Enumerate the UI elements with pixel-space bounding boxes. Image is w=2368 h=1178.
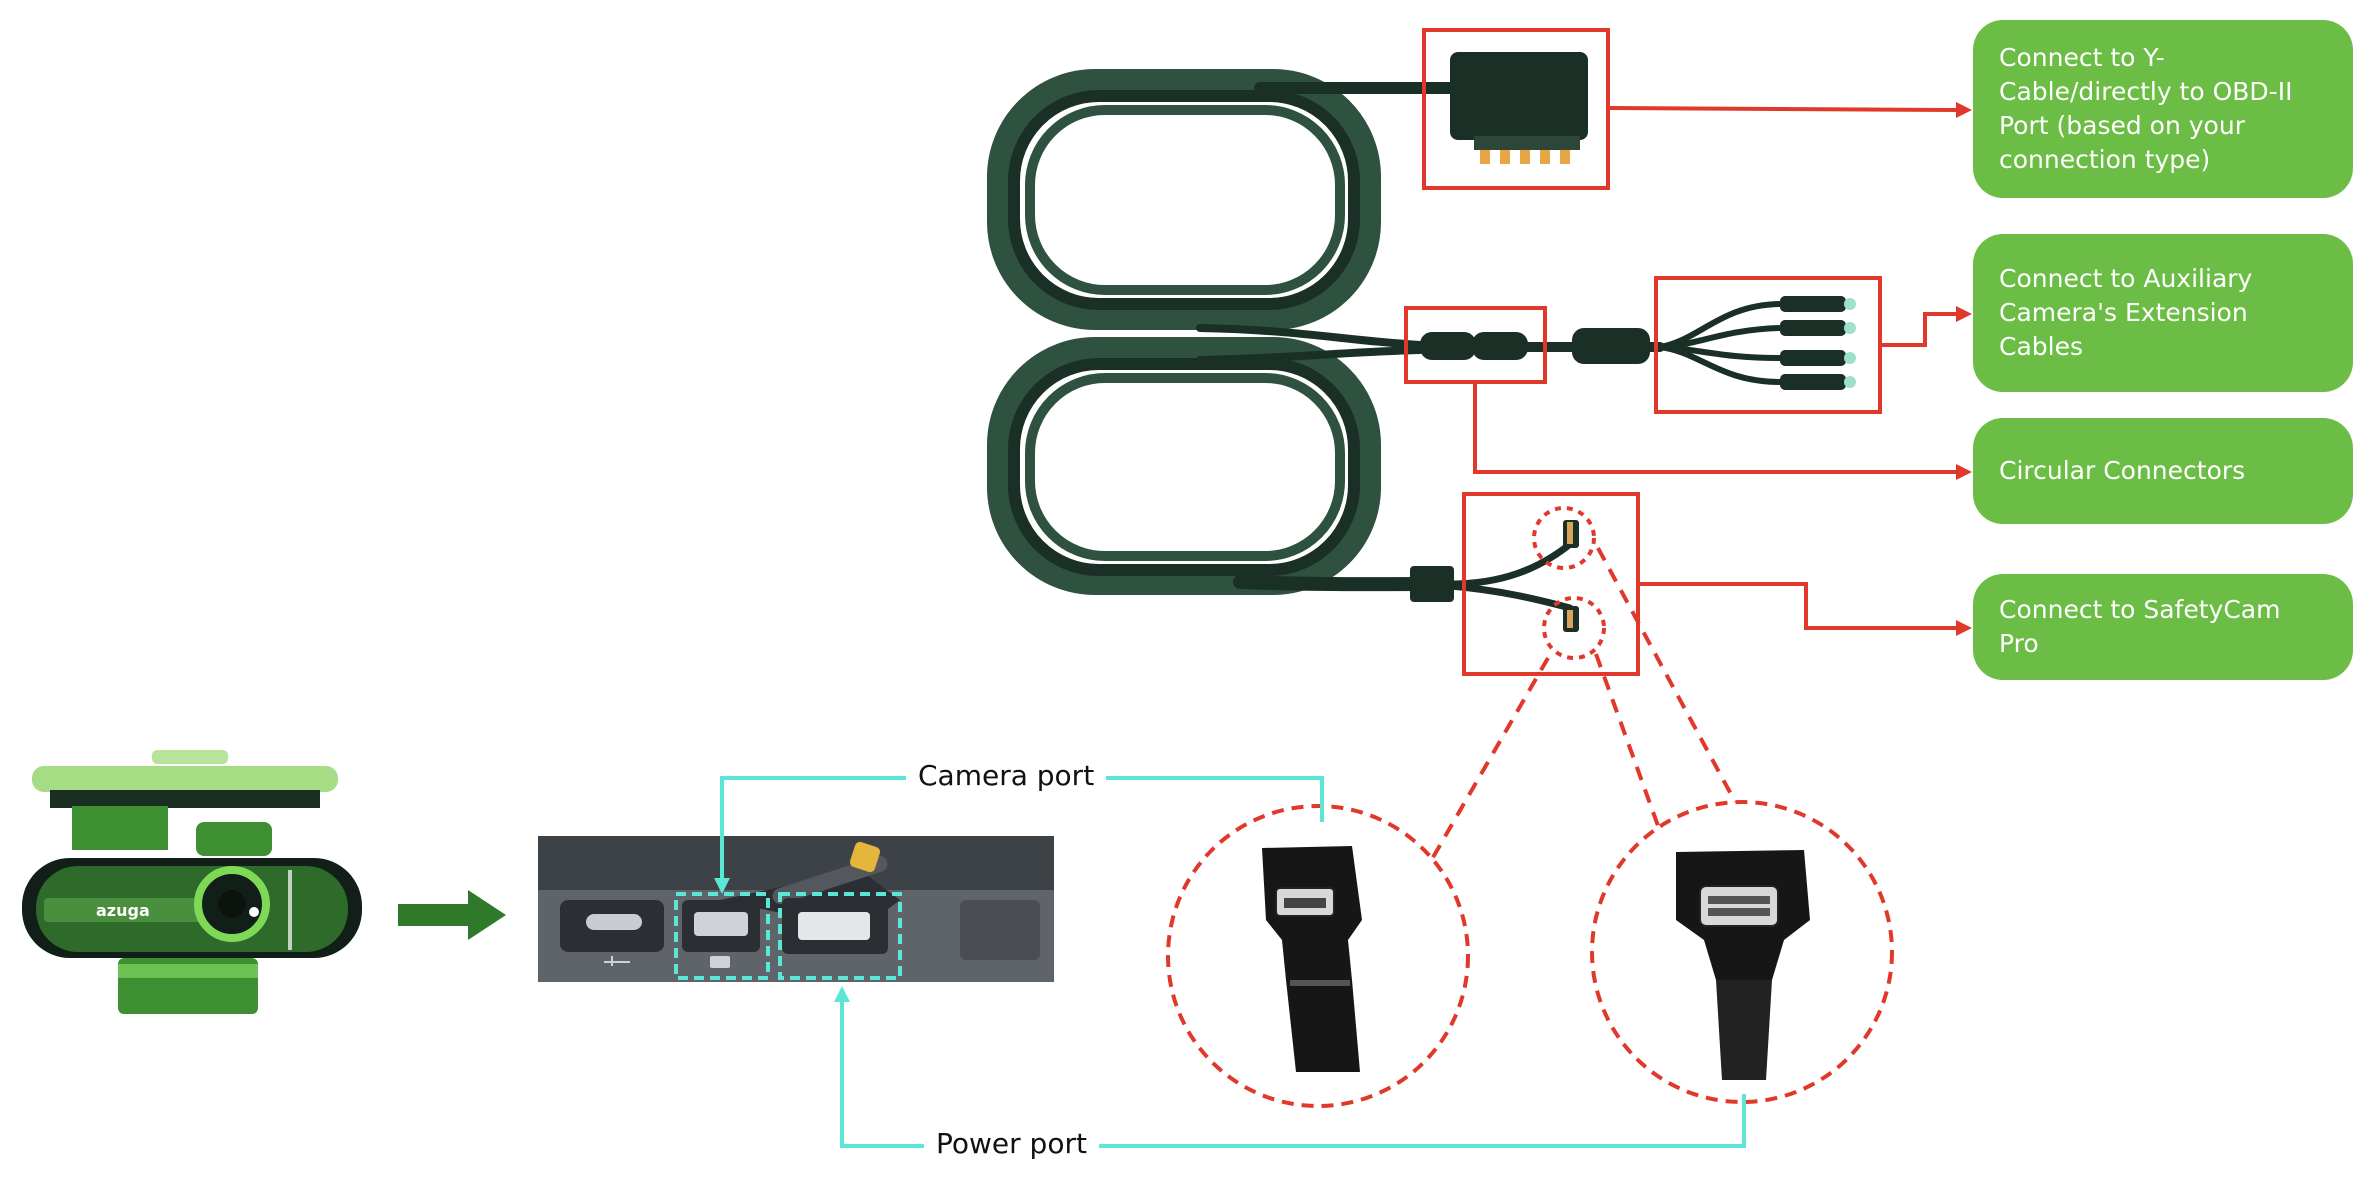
plug-highlight-circles xyxy=(1532,506,1606,660)
cable-end-plugs xyxy=(1410,520,1579,632)
port-highlight-boxes xyxy=(674,892,902,980)
callout-safetycam-text: Connect to SafetyCam Pro xyxy=(1999,595,2281,658)
dashcam-device: azuga xyxy=(22,750,362,1014)
callout-aux-text: Connect to Auxiliary Camera's Extension … xyxy=(1999,264,2253,361)
port-pointer-arrowheads xyxy=(714,878,850,1002)
camera-port-box xyxy=(674,892,770,980)
power-port-box xyxy=(778,892,902,980)
usb-icon xyxy=(604,956,630,966)
callout-obd-port: Connect to Y-Cable/directly to OBD-II Po… xyxy=(1973,20,2353,198)
mini-usb-plug-magnified xyxy=(1166,804,1470,1108)
callout-safetycam: Connect to SafetyCam Pro xyxy=(1973,574,2353,680)
callout-aux-extension: Connect to Auxiliary Camera's Extension … xyxy=(1973,234,2353,392)
power-port-label: Power port xyxy=(924,1126,1099,1162)
callout-circular-text: Circular Connectors xyxy=(1999,456,2246,485)
obd-connector xyxy=(1450,52,1588,164)
device-brand-label: azuga xyxy=(96,901,150,920)
callout-arrows xyxy=(1473,106,1959,630)
camera-port-label: Camera port xyxy=(906,758,1107,794)
aux-plugs xyxy=(1780,296,1856,390)
callout-circular-connectors: Circular Connectors xyxy=(1973,418,2353,524)
circular-connector-pieces xyxy=(1420,328,1650,364)
callout-obd-text: Connect to Y-Cable/directly to OBD-II Po… xyxy=(1999,43,2293,174)
hdmi-plug-magnified xyxy=(1590,800,1894,1104)
callout-arrowheads xyxy=(1956,102,1972,636)
camera-icon xyxy=(710,956,730,968)
device-port-photo xyxy=(538,836,1054,982)
aux-splitter xyxy=(1659,301,1781,385)
arrow-right-icon xyxy=(398,890,506,940)
